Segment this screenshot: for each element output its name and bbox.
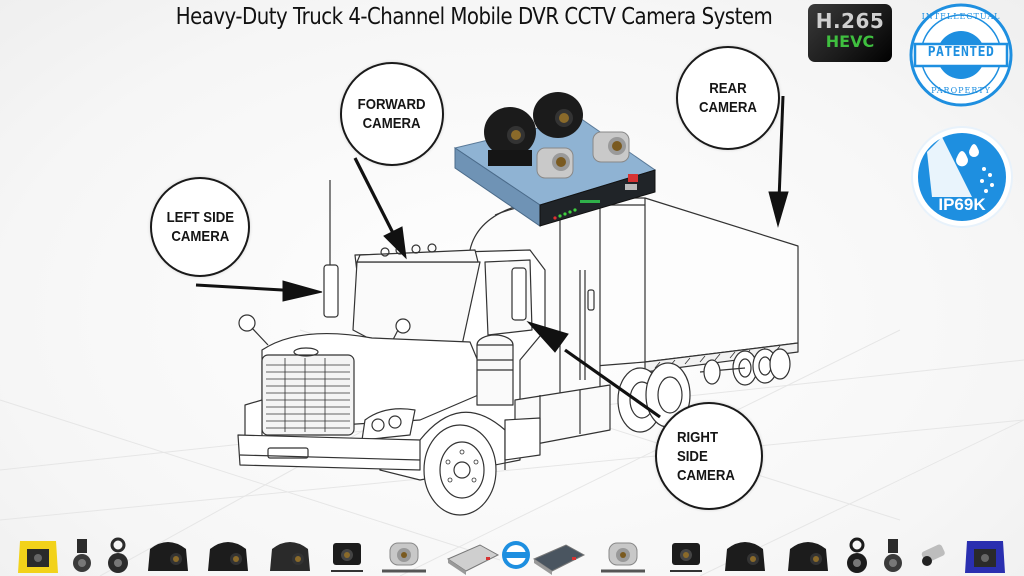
callout-forward-line2: CAMERA [363,115,421,132]
clamp-mount-camera-thumbnail [108,537,128,573]
dome-camera-1 [484,107,536,166]
yellow-housing-camera-thumbnail [18,541,58,573]
side-view-camera-thumbnail [148,542,188,571]
callout-forward-line1: FORWARD [358,96,426,113]
callout-rear-line1: REAR [709,80,747,97]
dvr-unit-dark-thumbnail [532,544,586,575]
callout-left-line2: CAMERA [171,228,229,245]
callout-left-line1: LEFT SIDE [166,209,234,226]
dvr-kit-image [453,92,657,227]
dome-side-camera-thumbnail [270,542,310,571]
clamp-mount-camera-thumbnail [847,537,867,573]
patent-seal [909,3,1013,107]
callout-right-line1: RIGHT [677,428,719,446]
ir-rear-camera-thumbnail [670,543,702,572]
patent-mini-seal-thumbnail [502,541,530,569]
dvr-leds [553,208,577,220]
ip69k-badge [911,126,1013,228]
dvr-unit-silver-thumbnail [446,544,500,575]
codec-sublabel: HEVC [825,32,875,51]
codec-label: H.265 [815,9,885,33]
dome-camera-2 [533,92,583,138]
callout-rear-line2: CAMERA [699,99,757,116]
dome-side-camera-thumbnail [725,542,765,571]
side-view-camera-thumbnail [208,542,248,571]
mini-bullet-camera-thumbnail [921,544,945,566]
patent-seal-text: PATENTED [927,45,995,60]
patent-seal-bottom-arc: PAROPERTY [931,86,991,95]
trailer [594,197,799,386]
bullet-mount-camera-thumbnail [884,539,902,572]
rear-arrow [768,95,789,228]
product-thumbnail-strip [18,537,1005,575]
patent-seal-top-arc: INTELLECTUAL [921,12,1001,21]
cab [237,180,691,516]
silver-bracket-camera-thumbnail [601,542,645,573]
bracket-camera-2 [592,131,630,163]
callout-right-line3: CAMERA [677,466,735,484]
right-arrow [526,321,661,419]
side-view-camera-thumbnail [788,542,828,571]
callout-arrows [195,95,789,419]
forward-arrow [353,157,407,260]
bullet-mount-camera-thumbnail [73,539,91,572]
blue-housing-camera-thumbnail [965,541,1005,573]
page-title: Heavy-Duty Truck 4-Channel Mobile DVR CC… [175,4,773,30]
callout-rear-camera: REAR CAMERA [676,46,780,150]
callout-right-line2: SIDE [677,447,708,465]
callout-forward-camera: FORWARD CAMERA [340,62,444,166]
callout-left-side-camera: LEFT SIDE CAMERA [150,177,250,277]
h265-hevc-badge: H.265 HEVC [808,4,892,62]
silver-bracket-camera-thumbnail [382,542,426,573]
ir-rear-camera-thumbnail [331,543,363,572]
bracket-camera-1 [536,147,574,179]
ip69k-label: IP69K [938,195,986,214]
left-arrow [195,280,323,302]
